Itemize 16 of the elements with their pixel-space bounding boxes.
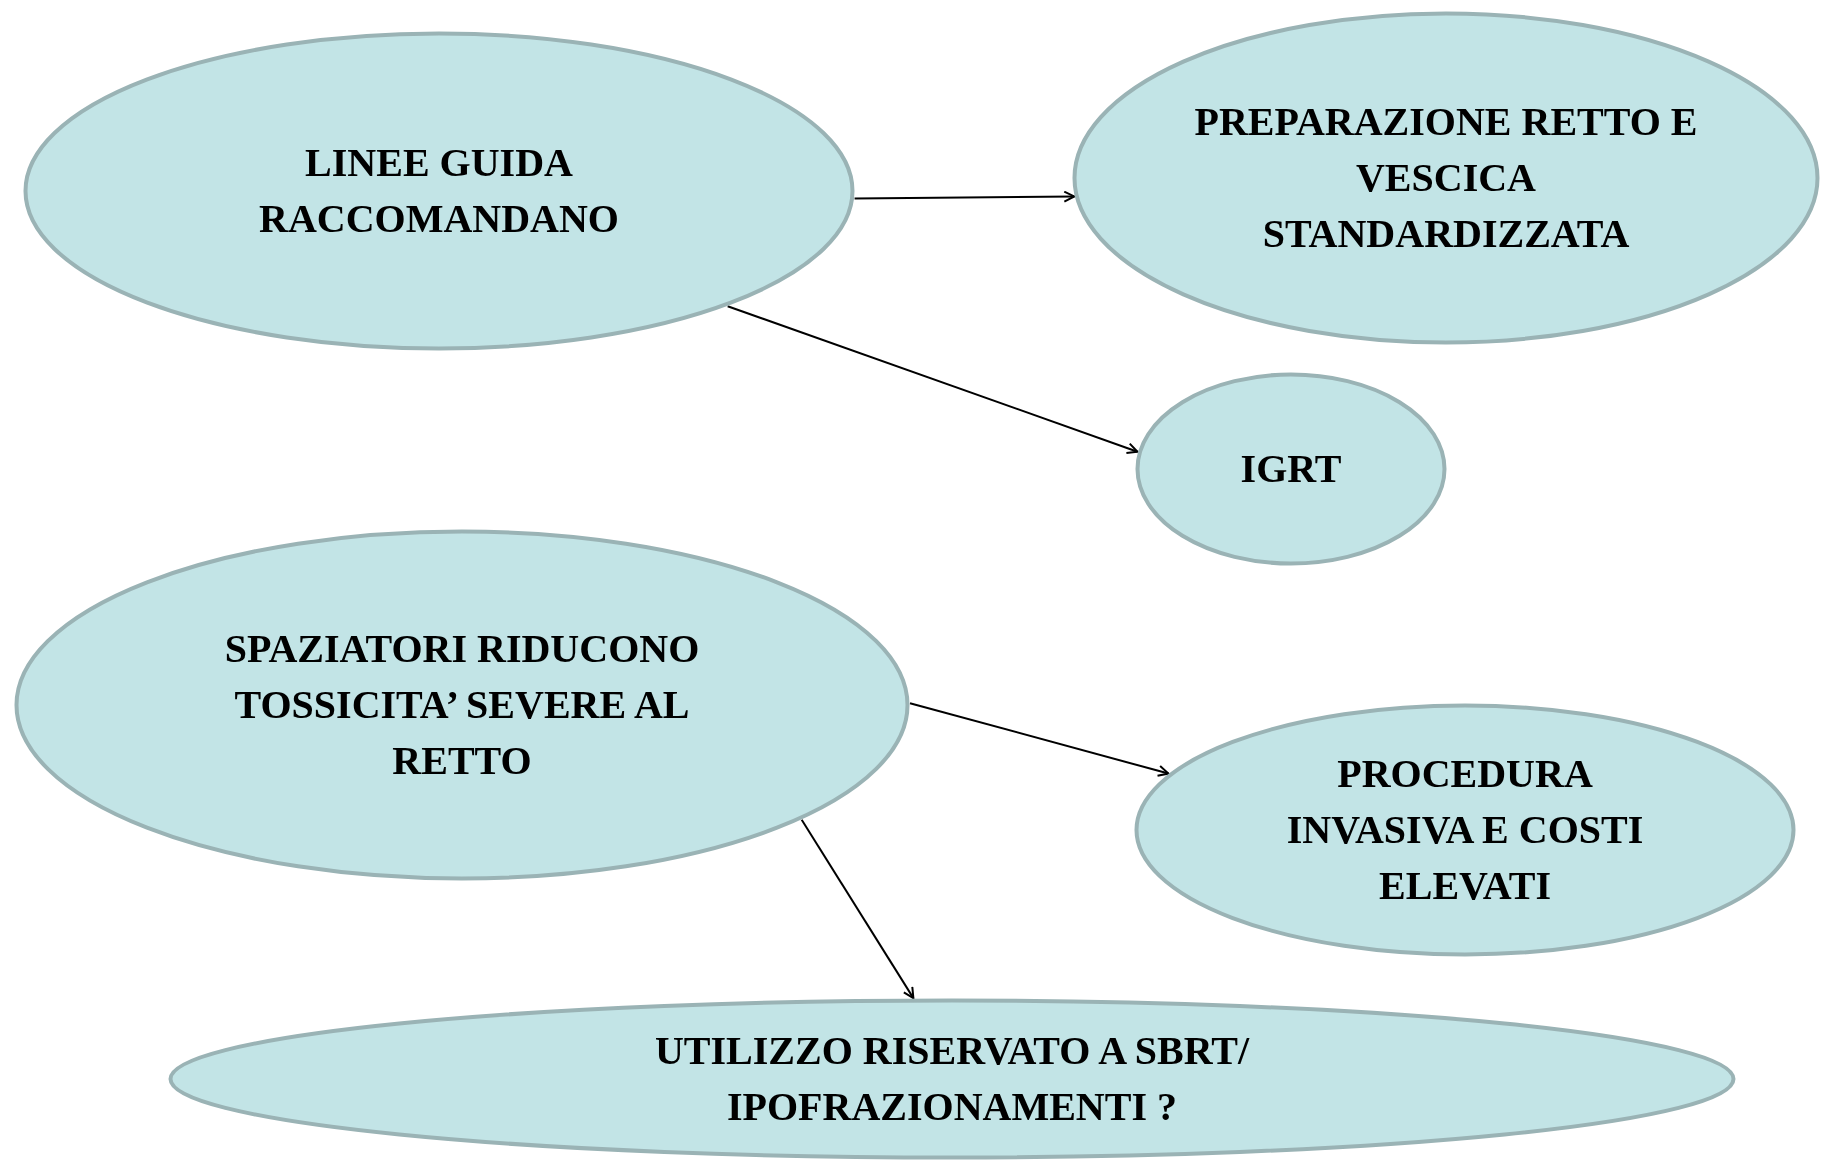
ellipse-node: [14, 529, 910, 881]
node-text: IGRT: [1239, 445, 1343, 493]
ellipse-node: [168, 998, 1736, 1160]
node-text: PREPARAZIONE RETTO E VESCICA STANDARDIZZATA: [1193, 98, 1699, 258]
node-text: SPAZIATORI RIDUCONO TOSSICITA’ SEVERE AL RETTO: [223, 625, 701, 785]
arrow: [800, 818, 915, 1000]
ellipse-node: [1135, 372, 1447, 566]
node-text: PROCEDURA INVASIVA E COSTI ELEVATI: [1285, 750, 1645, 910]
ellipse-node: [23, 31, 855, 351]
ellipse-node: [1072, 11, 1820, 345]
arrow: [909, 702, 1170, 777]
node-text: UTILIZZO RISERVATO A SBRT/ IPOFRAZIONAMENTI ?: [653, 1027, 1251, 1131]
arrow: [726, 305, 1139, 455]
ellipse-node: [1134, 703, 1796, 957]
arrow: [853, 190, 1076, 203]
node-text: LINEE GUIDA RACCOMANDANO: [258, 139, 620, 243]
